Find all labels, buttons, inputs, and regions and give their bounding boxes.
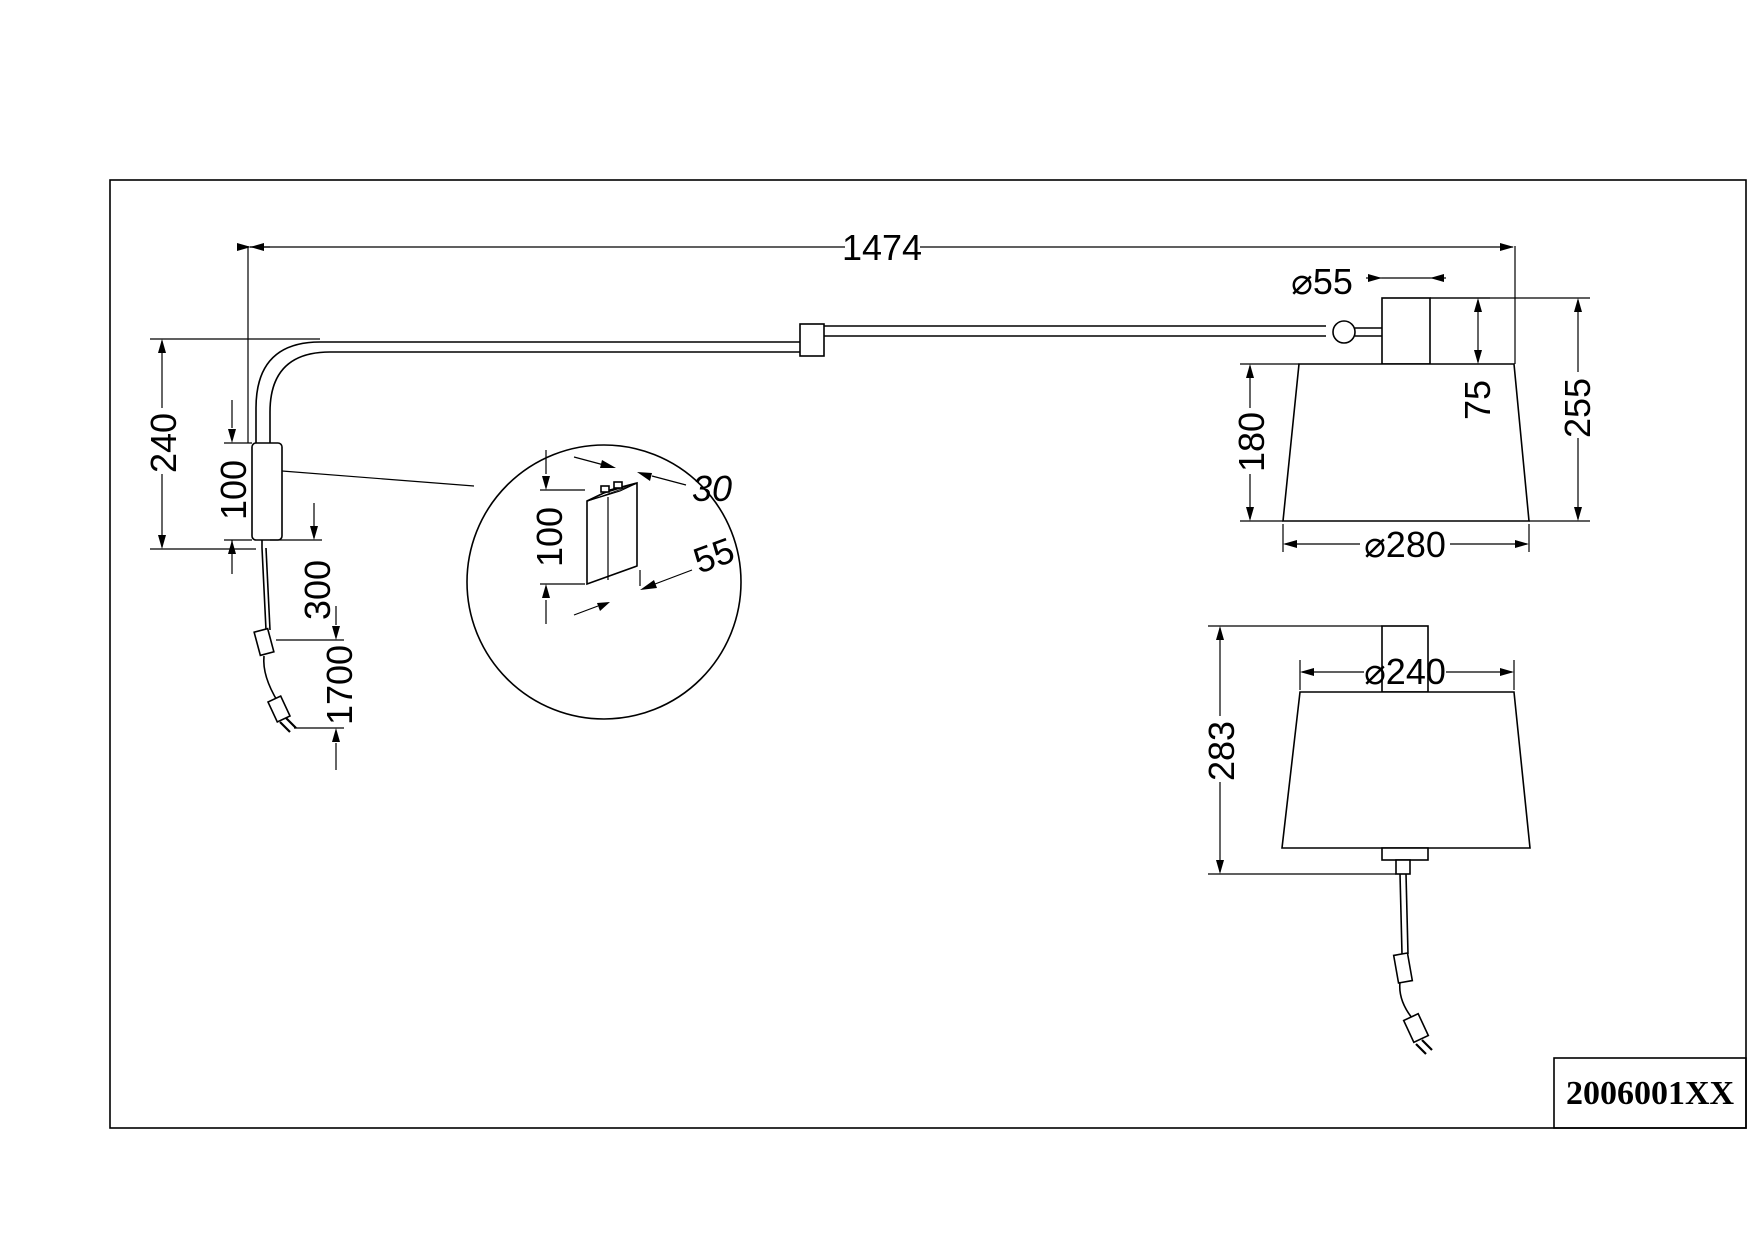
dim-cord-total: 1700: [319, 645, 360, 725]
dim-box-height: 100: [213, 460, 254, 520]
dim-detail-width: 55: [688, 529, 740, 581]
front-cord-switch: [1392, 952, 1414, 984]
lamp-front-view: [1281, 625, 1531, 1055]
dim-detail-depth: 30: [692, 468, 732, 509]
front-plug: [1402, 1012, 1430, 1044]
dim-canopy-height: 75: [1457, 380, 1498, 420]
lamp-canopy: [1381, 297, 1431, 365]
detail-view: [466, 444, 742, 720]
dim-mount-diameter: ⌀55: [1291, 261, 1353, 302]
swivel-knob: [1332, 320, 1356, 344]
plug: [266, 695, 292, 723]
wall-lamp-side-view: [251, 297, 1530, 733]
dim-total-height: 255: [1557, 378, 1598, 438]
product-code: 2006001XX: [1566, 1075, 1735, 1112]
dim-overall-width: 1474: [842, 227, 922, 268]
front-shade: [1281, 691, 1531, 849]
dim-arm-height: 240: [143, 413, 184, 473]
drawing-frame: [109, 179, 1747, 1129]
dim-detail-height: 100: [529, 507, 570, 567]
dim-shade-bottom-diameter: ⌀280: [1364, 524, 1446, 565]
title-block: 2006001XX: [1553, 1057, 1747, 1129]
dim-pendant-height: 283: [1201, 721, 1242, 781]
arm-coupling: [799, 323, 825, 357]
cord-switch: [253, 627, 275, 657]
wall-box: [251, 442, 283, 541]
dim-shade-height: 180: [1231, 412, 1272, 472]
dim-cord-to-switch: 300: [297, 560, 338, 620]
dim-pendant-diameter: ⌀240: [1364, 651, 1446, 692]
